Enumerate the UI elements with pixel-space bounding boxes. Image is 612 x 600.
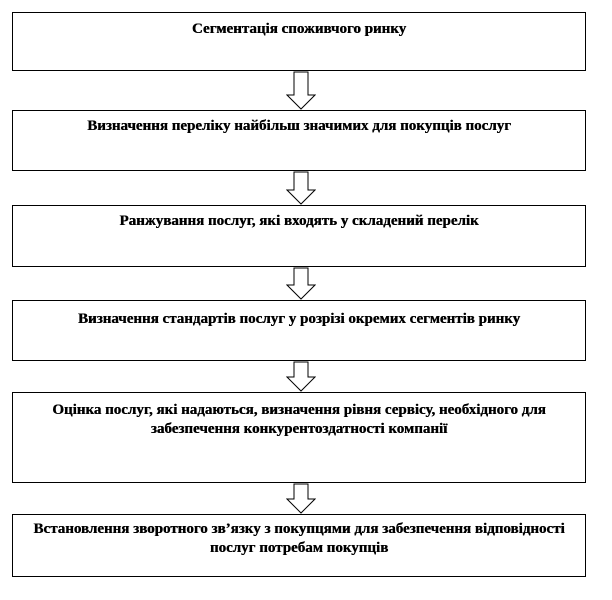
- step-label-3: Ранжування послуг, які входять у складен…: [119, 213, 479, 229]
- down-arrow-icon: [286, 71, 316, 110]
- step-box-2: Визначення переліку найбільш значимих дл…: [12, 110, 586, 171]
- step-label-1: Сегментація споживчого ринку: [191, 21, 407, 37]
- step-box-5: Оцінка послуг, які надаються, визначення…: [12, 392, 586, 483]
- step-box-6: Встановлення зворотного зв’язку з покупц…: [12, 514, 586, 577]
- down-arrow-icon: [286, 171, 316, 205]
- step-box-3: Ранжування послуг, які входять у складен…: [12, 205, 586, 267]
- down-arrow-icon: [286, 361, 316, 392]
- step-label-2: Визначення переліку найбільш значимих дл…: [87, 118, 511, 134]
- step-label-6: Встановлення зворотного зв’язку з покупц…: [33, 521, 565, 556]
- down-arrow-icon: [286, 267, 316, 300]
- step-box-1: Сегментація споживчого ринку: [12, 12, 586, 71]
- step-label-4: Визначення стандартів послуг у розрізі о…: [77, 311, 521, 327]
- step-label-5: Оцінка послуг, які надаються, визначення…: [52, 402, 546, 437]
- step-box-4: Визначення стандартів послуг у розрізі о…: [12, 300, 586, 361]
- down-arrow-icon: [286, 483, 316, 514]
